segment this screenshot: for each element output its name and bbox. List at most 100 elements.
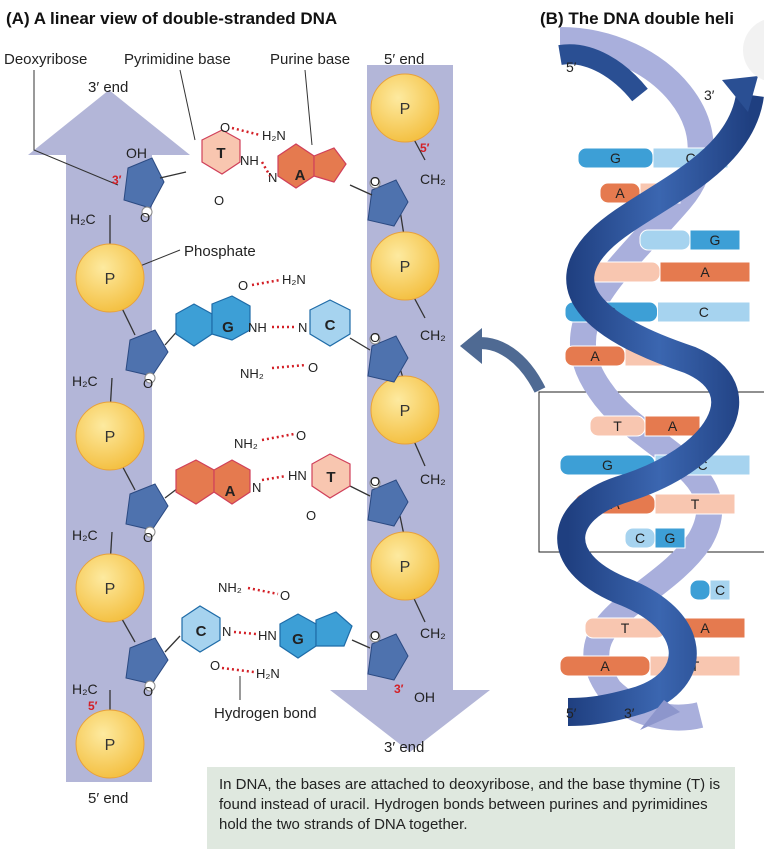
helix-base-label-3-right: G — [710, 232, 721, 248]
svg-text:5′: 5′ — [88, 699, 98, 713]
base-adenine-1: A — [277, 143, 347, 189]
base-guanine-2: G — [279, 611, 353, 659]
helix-base-label-1-right: C — [685, 150, 695, 166]
helix-base-label-8-right: C — [697, 457, 707, 473]
svg-text:P: P — [400, 559, 411, 576]
helix-base-4-right — [659, 261, 751, 283]
highlight-box — [538, 391, 764, 553]
phosphate-left-2: P — [75, 401, 145, 471]
helix-label-5-bottom: 5′ — [566, 705, 577, 721]
svg-text:CH₂: CH₂ — [420, 327, 446, 343]
hbonds-pair-3 — [261, 432, 295, 482]
svg-text:A: A — [225, 483, 236, 500]
helix-base-10-right — [654, 527, 686, 549]
helix-strand-dark — [557, 44, 764, 726]
sugar-right-3: O CH₂ — [367, 471, 446, 527]
svg-text:O: O — [143, 530, 153, 545]
helix-base-label-9-right: T — [691, 496, 700, 512]
label-purine: Purine base — [270, 51, 350, 68]
helix-base-label-12-left: T — [621, 620, 630, 636]
svg-text:N: N — [298, 320, 307, 335]
helix-base-label-11-right: C — [715, 582, 725, 598]
svg-text:N: N — [252, 480, 261, 495]
base-thymine-2: T — [311, 453, 351, 499]
helix-base-7-right — [644, 415, 701, 437]
svg-text:P: P — [400, 259, 411, 276]
helix-label-3-top: 3′ — [704, 87, 715, 103]
svg-text:H₂C: H₂C — [72, 527, 98, 543]
svg-text:P: P — [400, 101, 411, 118]
svg-text:O: O — [143, 376, 153, 391]
svg-text:3′: 3′ — [112, 173, 122, 187]
helix-base-label-6-left: A — [590, 348, 600, 364]
svg-text:O: O — [306, 508, 316, 523]
svg-text:P: P — [105, 429, 116, 446]
helix-base-9-right — [654, 493, 736, 515]
svg-text:CH₂: CH₂ — [420, 471, 446, 487]
pair-3-atoms: NH₂ O N HN O — [234, 428, 316, 523]
base-thymine-1: T — [201, 129, 241, 175]
svg-text:O: O — [370, 474, 380, 489]
svg-text:HN: HN — [258, 628, 277, 643]
connector-arrowhead — [460, 328, 482, 364]
svg-text:A: A — [295, 167, 306, 184]
svg-text:P: P — [400, 403, 411, 420]
helix-base-label-4-right: A — [700, 264, 710, 280]
helix-pair-3: G — [639, 229, 741, 251]
helix-label-3-bottom: 3′ — [624, 705, 635, 721]
label-deoxyribose: Deoxyribose — [4, 51, 87, 68]
pair-4-atoms: NH₂ O N HN O H₂N — [210, 580, 290, 681]
svg-text:NH: NH — [240, 153, 259, 168]
pair-1-atoms: O O NH H₂N N — [214, 120, 286, 208]
svg-text:C: C — [325, 317, 336, 334]
svg-text:H₂C: H₂C — [72, 373, 98, 389]
corner-circle — [743, 19, 764, 81]
svg-text:HN: HN — [288, 468, 307, 483]
svg-text:NH₂: NH₂ — [240, 366, 264, 381]
sugar-left-4: O H₂C 5′ — [72, 637, 169, 713]
svg-text:N: N — [222, 624, 231, 639]
hbonds-pair-2 — [251, 278, 307, 370]
helix-base-label-8-left: G — [602, 457, 613, 473]
helix-base-label-1-left: G — [610, 150, 621, 166]
phosphate-left-1: P — [75, 243, 145, 313]
svg-text:O: O — [370, 174, 380, 189]
svg-text:T: T — [216, 145, 225, 162]
svg-text:NH: NH — [248, 320, 267, 335]
base-cytosine-2: C — [181, 605, 221, 653]
label-hydrogen-bond: Hydrogen bond — [214, 705, 317, 722]
svg-text:H₂N: H₂N — [282, 272, 306, 287]
phosphate-right-2: P — [370, 231, 440, 301]
helix-base-label-10-right: G — [665, 530, 676, 546]
label-5-end-bottom: 5′ end — [88, 790, 128, 807]
svg-text:T: T — [326, 469, 335, 486]
phosphate-left-4: P — [75, 709, 145, 779]
helix-strand-light — [559, 27, 723, 731]
svg-text:3′: 3′ — [394, 682, 404, 696]
svg-text:O: O — [210, 658, 220, 673]
label-5-end-top: 5′ end — [384, 51, 424, 68]
svg-text:H₂C: H₂C — [70, 211, 96, 227]
caption-box: In DNA, the bases are attached to deoxyr… — [207, 767, 735, 849]
svg-text:P: P — [105, 737, 116, 754]
svg-text:H₂C: H₂C — [72, 681, 98, 697]
helix-base-label-7-left: T — [613, 418, 622, 434]
hbonds-pair-4 — [221, 586, 279, 674]
helix-base-label-12-right: A — [700, 620, 710, 636]
svg-text:OH: OH — [414, 689, 435, 705]
helix-base-label-2-left: A — [615, 185, 625, 201]
helix-base-11-left — [689, 579, 711, 601]
svg-text:CH₂: CH₂ — [420, 625, 446, 641]
svg-text:O: O — [370, 628, 380, 643]
sugar-right-4: O CH₂ OH 3′ — [367, 625, 446, 705]
panel-b-title: (B) The DNA double heli — [540, 9, 734, 28]
helix-base-label-7-right: A — [668, 418, 678, 434]
svg-text:5′: 5′ — [420, 141, 430, 155]
base-guanine-1: G — [175, 295, 251, 347]
svg-text:CH₂: CH₂ — [420, 171, 446, 187]
svg-text:O: O — [296, 428, 306, 443]
helix-arrowhead-bottom — [640, 700, 680, 730]
